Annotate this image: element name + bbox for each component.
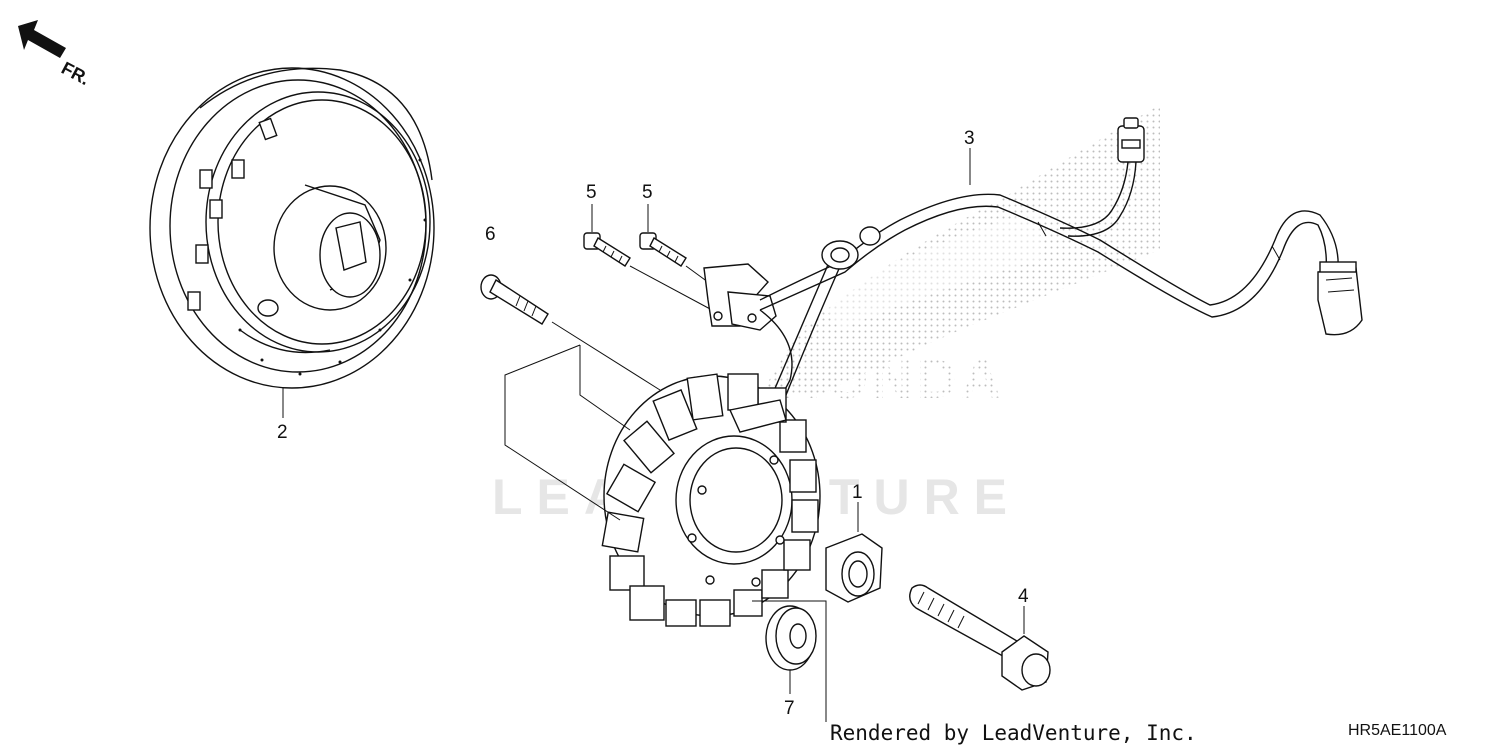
callout-3: 3 [964,128,975,149]
nut-part-1 [825,533,883,603]
front-direction-label: FR. [58,58,93,89]
leader-line-5-to-sensor [629,265,713,311]
bolt-part-5-left [583,232,631,267]
leader-line-6-bracket [504,344,631,521]
callout-6: 6 [485,224,496,245]
pulse-sensor [703,263,777,331]
washer-part-7 [765,605,817,671]
stator-coil [601,373,821,627]
callout-7: 7 [784,698,795,719]
honda-wordmark-watermark: HONDA [780,347,1005,410]
bolt-part-4 [909,584,1051,691]
callout-5-right: 5 [642,182,653,203]
leader-line-6 [551,321,661,391]
callout-2: 2 [277,422,288,443]
diagram-code: HR5AE1100A [1348,722,1447,739]
bolt-part-6 [480,274,549,325]
leader-line-1-7-bracket [752,600,827,722]
callout-5-left: 5 [586,182,597,203]
callout-4: 4 [1018,586,1029,607]
bolt-part-5-right [639,232,687,267]
flywheel-rotor [149,67,435,389]
front-direction-arrow-icon [18,20,66,58]
rendered-by-credit: Rendered by LeadVenture, Inc. [830,721,1197,745]
honda-wing-watermark: HONDA [760,105,1160,410]
wire-harness-part-3 [759,117,1363,411]
callout-1: 1 [852,482,863,503]
